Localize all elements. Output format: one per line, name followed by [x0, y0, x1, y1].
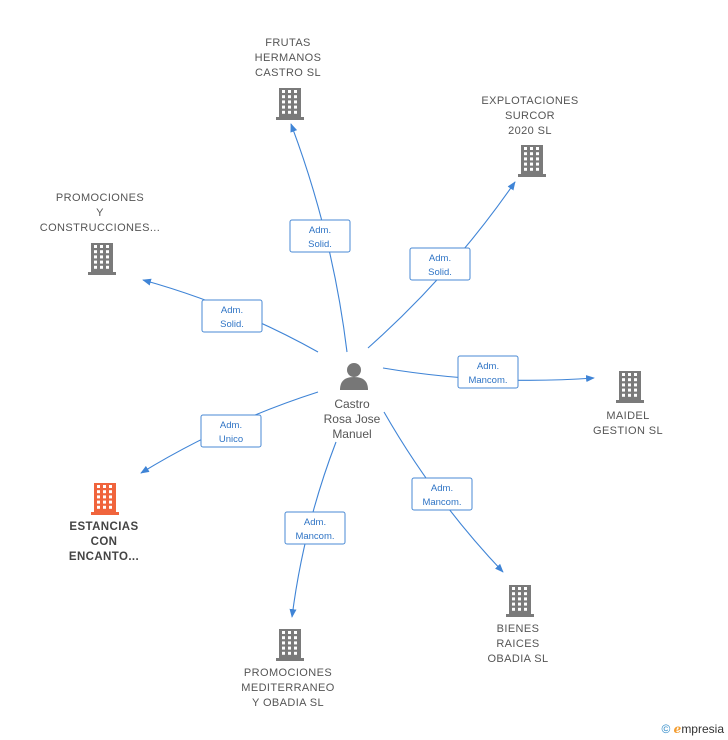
company-node-estancias[interactable]: ESTANCIAS CON ENCANTO... [69, 483, 139, 563]
role-text-line-1: Adm. [309, 225, 331, 236]
role-text-line-2: Solid. [308, 239, 332, 250]
company-label-line-1: PROMOCIONES [244, 667, 332, 679]
company-node-maidel[interactable]: MAIDEL GESTION SL [593, 371, 663, 437]
building-icon [88, 243, 116, 275]
role-text-line-1: Adm. [429, 253, 451, 264]
company-label-line-3: OBADIA SL [487, 653, 548, 665]
company-label-line-1: MAIDEL [606, 410, 649, 422]
company-label-line-3: CASTRO SL [255, 67, 321, 79]
role-text-line-1: Adm. [221, 305, 243, 316]
center-person-node[interactable]: Castro Rosa Jose Manuel [324, 363, 381, 441]
role-text-line-2: Mancom. [295, 531, 334, 542]
building-icon [276, 88, 304, 120]
center-label-line-2: Rosa Jose [324, 412, 381, 426]
company-node-explotaciones[interactable]: EXPLOTACIONES SURCOR 2020 SL [481, 95, 578, 177]
building-icon [518, 145, 546, 177]
role-badge-maidel[interactable]: Adm. Mancom. [457, 355, 519, 389]
role-text-line-2: Unico [219, 434, 243, 445]
role-text-line-1: Adm. [304, 517, 326, 528]
company-label-line-2: HERMANOS [255, 52, 322, 64]
company-label-line-3: 2020 SL [508, 125, 552, 137]
company-node-bienes[interactable]: BIENES RAICES OBADIA SL [487, 585, 548, 665]
person-icon [340, 363, 368, 390]
company-label-line-2: Y [96, 207, 104, 219]
company-label-line-2: SURCOR [505, 110, 555, 122]
building-icon [276, 629, 304, 661]
company-label-line-2: RAICES [496, 638, 539, 650]
role-text-line-1: Adm. [220, 420, 242, 431]
company-label-line-2: MEDITERRANEO [241, 682, 334, 694]
brand-initial: e [673, 722, 682, 736]
company-label-line-2: CON [91, 536, 118, 548]
building-icon [616, 371, 644, 403]
role-badge-frutas[interactable]: Adm. Solid. [289, 219, 351, 253]
company-label-line-2: GESTION SL [593, 425, 663, 437]
role-text-line-2: Mancom. [422, 497, 461, 508]
building-icon [91, 483, 119, 515]
role-text-line-2: Mancom. [468, 375, 507, 386]
role-text-line-1: Adm. [477, 361, 499, 372]
copyright-symbol: © [661, 722, 671, 736]
company-label-line-1: BIENES [497, 623, 540, 635]
company-label-line-3: ENCANTO... [69, 551, 139, 563]
company-label-line-3: CONSTRUCCIONES... [40, 222, 160, 234]
role-badge-promociones-construcciones[interactable]: Adm. Solid. [201, 299, 263, 333]
role-text-line-2: Solid. [428, 267, 452, 278]
center-label-line-1: Castro [334, 397, 370, 411]
company-label-line-1: PROMOCIONES [56, 192, 144, 204]
company-node-frutas[interactable]: FRUTAS HERMANOS CASTRO SL [255, 37, 322, 120]
role-badge-promociones-mediterraneo[interactable]: Adm. Mancom. [284, 511, 346, 545]
company-node-promociones-mediterraneo[interactable]: PROMOCIONES MEDITERRANEO Y OBADIA SL [241, 629, 334, 709]
role-text-line-1: Adm. [431, 483, 453, 494]
brand-name: mpresia [681, 722, 724, 736]
company-node-promociones-construcciones[interactable]: PROMOCIONES Y CONSTRUCCIONES... [40, 192, 160, 275]
center-label-line-3: Manuel [332, 427, 371, 441]
building-icon [506, 585, 534, 617]
brand-logo: © empresia [661, 722, 724, 736]
company-label-line-3: Y OBADIA SL [252, 697, 324, 709]
role-text-line-2: Solid. [220, 319, 244, 330]
role-badge-estancias[interactable]: Adm. Unico [200, 414, 262, 448]
company-label-line-1: FRUTAS [265, 37, 311, 49]
company-label-line-1: EXPLOTACIONES [481, 95, 578, 107]
role-badge-explotaciones[interactable]: Adm. Solid. [409, 247, 471, 281]
role-badge-bienes[interactable]: Adm. Mancom. [411, 477, 473, 511]
company-label-line-1: ESTANCIAS [69, 521, 138, 533]
